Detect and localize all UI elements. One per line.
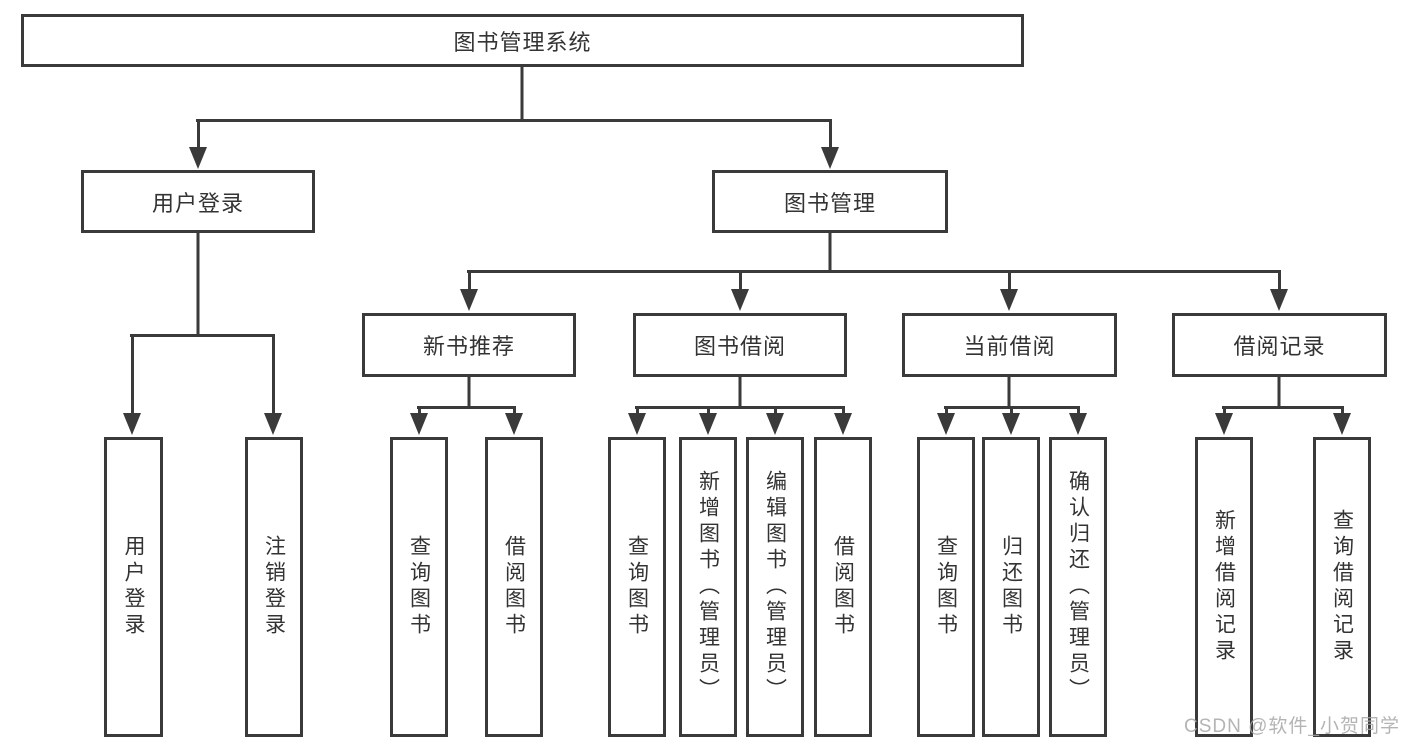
leaf-confirm-return-admin: 确认归还（管理员） (1049, 437, 1107, 737)
leaf-borrow-books-recommend-label: 借阅图书 (502, 535, 526, 639)
node-root-label: 图书管理系统 (453, 29, 592, 55)
leaf-search-books-recommend: 查询图书 (390, 437, 448, 737)
arrow-to-book-management (821, 121, 839, 169)
connector-user-login-stem (196, 233, 200, 337)
arrow-to-leaf-borrow-books-1 (505, 409, 523, 435)
arrow-to-book-borrow (731, 273, 749, 311)
leaf-user-login-label: 用户登录 (122, 535, 145, 639)
arrow-to-new-book-recommend (460, 273, 478, 311)
leaf-edit-book-admin-label: 编辑图书（管理员） (763, 470, 787, 704)
arrow-to-current-borrow (1000, 273, 1018, 311)
arrow-to-leaf-confirm-return (1069, 409, 1087, 435)
connector-new-book-stem (467, 377, 471, 409)
leaf-confirm-return-admin-label: 确认归还（管理员） (1066, 470, 1090, 704)
leaf-return-book: 归还图书 (982, 437, 1040, 737)
arrow-to-leaf-search-books-2 (628, 409, 646, 435)
node-book-management-label: 图书管理 (783, 190, 876, 216)
connector-root-stem (520, 65, 524, 121)
connector-current-borrow-stem (1007, 377, 1011, 409)
connector-book-management-stem (828, 233, 832, 273)
node-book-management: 图书管理 (712, 170, 948, 233)
leaf-borrow-books-borrow-label: 借阅图书 (831, 535, 855, 639)
arrow-to-leaf-search-books-1 (410, 409, 428, 435)
connector-borrow-records-hline (1222, 406, 1344, 409)
node-user-login-label: 用户登录 (151, 190, 244, 216)
leaf-logout: 注销登录 (245, 437, 303, 737)
arrow-to-leaf-return-book (1002, 409, 1020, 435)
leaf-add-book-admin: 新增图书（管理员） (679, 437, 737, 737)
node-borrow-records-label: 借阅记录 (1233, 334, 1326, 359)
leaf-search-borrow-record: 查询借阅记录 (1313, 437, 1371, 737)
watermark: CSDN @软件_小贺同学 (1184, 716, 1400, 737)
leaf-user-login: 用户登录 (104, 437, 163, 737)
node-root-system: 图书管理系统 (21, 14, 1024, 67)
arrow-to-leaf-logout (264, 337, 282, 435)
node-new-book-recommend-label: 新书推荐 (422, 334, 515, 359)
leaf-search-books-recommend-label: 查询图书 (407, 535, 431, 639)
leaf-search-books-current: 查询图书 (917, 437, 975, 737)
arrow-to-leaf-add-record (1215, 409, 1233, 435)
connector-current-borrow-hline (944, 406, 1080, 409)
arrow-to-leaf-user-login (123, 337, 141, 435)
node-book-borrow: 图书借阅 (633, 313, 847, 377)
arrow-to-leaf-search-books-3 (937, 409, 955, 435)
connector-new-book-hline (417, 406, 516, 409)
leaf-search-books-borrow: 查询图书 (608, 437, 666, 737)
node-current-borrow: 当前借阅 (902, 313, 1117, 377)
leaf-return-book-label: 归还图书 (999, 535, 1023, 639)
leaf-borrow-books-recommend: 借阅图书 (485, 437, 543, 737)
node-user-login: 用户登录 (81, 170, 315, 233)
leaf-edit-book-admin: 编辑图书（管理员） (746, 437, 804, 737)
leaf-search-borrow-record-label: 查询借阅记录 (1330, 509, 1354, 665)
connector-book-management-hline (467, 270, 1281, 273)
arrow-to-borrow-records (1270, 273, 1288, 311)
connector-user-login-hline (130, 334, 275, 337)
leaf-add-book-admin-label: 新增图书（管理员） (696, 470, 720, 704)
leaf-add-borrow-record: 新增借阅记录 (1195, 437, 1253, 737)
node-current-borrow-label: 当前借阅 (963, 334, 1056, 359)
arrow-to-leaf-borrow-books-2 (834, 409, 852, 435)
connector-borrow-records-stem (1277, 377, 1281, 409)
leaf-search-books-borrow-label: 查询图书 (625, 535, 649, 639)
arrow-to-leaf-add-book (699, 409, 717, 435)
leaf-search-books-current-label: 查询图书 (934, 535, 958, 639)
leaf-add-borrow-record-label: 新增借阅记录 (1212, 509, 1236, 665)
connector-book-borrow-stem (738, 377, 742, 409)
connector-root-hline (196, 119, 832, 122)
arrow-to-leaf-edit-book (766, 409, 784, 435)
leaf-borrow-books-borrow: 借阅图书 (814, 437, 872, 737)
node-borrow-records: 借阅记录 (1172, 313, 1387, 377)
connector-book-borrow-hline (635, 406, 845, 409)
leaf-logout-label: 注销登录 (262, 535, 286, 639)
arrow-to-leaf-search-record (1333, 409, 1351, 435)
node-new-book-recommend: 新书推荐 (362, 313, 576, 377)
node-book-borrow-label: 图书借阅 (693, 334, 786, 359)
arrow-to-user-login (189, 121, 207, 169)
